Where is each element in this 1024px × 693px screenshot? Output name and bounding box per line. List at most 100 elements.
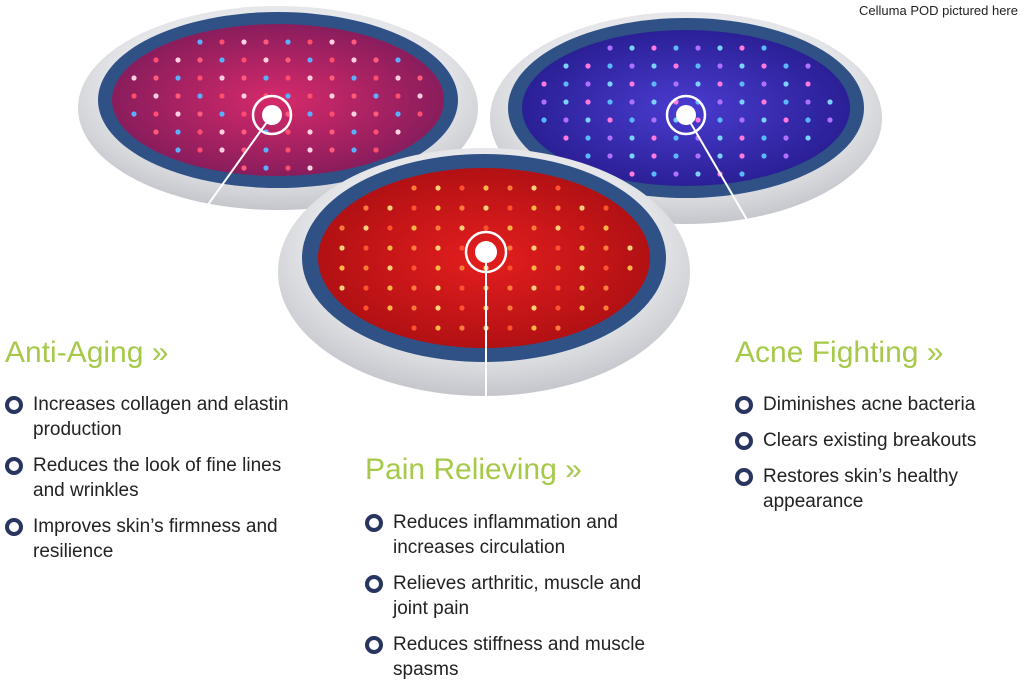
led-light	[531, 305, 537, 311]
led-light	[555, 285, 561, 291]
led-light	[783, 117, 789, 123]
led-light	[411, 205, 417, 211]
led-light	[651, 135, 657, 141]
led-light	[241, 57, 247, 63]
led-light	[329, 93, 335, 99]
led-light	[307, 75, 313, 81]
led-light	[153, 57, 159, 63]
led-light	[263, 147, 269, 153]
acne-callout-line	[685, 114, 811, 329]
led-light	[435, 305, 441, 311]
led-light	[387, 265, 393, 271]
led-light	[673, 81, 679, 87]
anti-aging-target-marker	[251, 94, 293, 136]
led-light	[351, 93, 357, 99]
led-light	[507, 245, 513, 251]
led-light	[805, 117, 811, 123]
list-item: Increases collagen and elastin productio…	[5, 392, 305, 442]
led-light	[175, 93, 181, 99]
pain-target-marker	[464, 230, 508, 274]
led-light	[131, 75, 137, 81]
led-light	[483, 205, 489, 211]
led-light	[805, 81, 811, 87]
led-light	[219, 75, 225, 81]
led-light	[627, 245, 633, 251]
led-light	[363, 265, 369, 271]
led-light	[739, 63, 745, 69]
led-light	[783, 99, 789, 105]
led-light	[363, 225, 369, 231]
led-light	[507, 205, 513, 211]
bullet-icon	[365, 514, 383, 532]
led-light	[395, 129, 401, 135]
led-light	[285, 129, 291, 135]
led-light	[629, 153, 635, 159]
led-light	[827, 117, 833, 123]
led-light	[651, 117, 657, 123]
led-light	[373, 147, 379, 153]
acne-fighting-heading[interactable]: Acne Fighting »	[735, 336, 944, 369]
led-light	[285, 57, 291, 63]
led-light	[507, 325, 513, 331]
led-light	[555, 305, 561, 311]
led-light	[219, 147, 225, 153]
led-light	[761, 45, 767, 51]
bullet-icon	[5, 518, 23, 536]
led-light	[197, 129, 203, 135]
led-light	[739, 99, 745, 105]
led-light	[387, 225, 393, 231]
led-light	[651, 99, 657, 105]
led-light	[579, 245, 585, 251]
led-light	[579, 305, 585, 311]
led-light	[241, 129, 247, 135]
led-light	[285, 111, 291, 117]
led-light	[579, 265, 585, 271]
led-light	[329, 147, 335, 153]
list-item: Reduces the look of fine lines and wrink…	[5, 453, 305, 503]
bullet-icon	[365, 636, 383, 654]
led-light	[197, 147, 203, 153]
led-light	[329, 39, 335, 45]
led-light	[395, 111, 401, 117]
led-light	[483, 185, 489, 191]
led-light	[307, 93, 313, 99]
led-light	[673, 45, 679, 51]
led-light	[363, 245, 369, 251]
led-light	[387, 305, 393, 311]
led-light	[435, 325, 441, 331]
led-light	[579, 225, 585, 231]
pain-led-grid	[339, 185, 633, 331]
led-light	[395, 75, 401, 81]
led-light	[435, 285, 441, 291]
led-light	[563, 117, 569, 123]
anti-aging-heading[interactable]: Anti-Aging »	[5, 336, 169, 369]
led-light	[435, 205, 441, 211]
led-light	[411, 185, 417, 191]
led-light	[263, 165, 269, 171]
led-light	[175, 147, 181, 153]
led-light	[805, 99, 811, 105]
led-light	[585, 117, 591, 123]
led-light	[351, 147, 357, 153]
led-light	[695, 171, 701, 177]
pain-relieving-heading[interactable]: Pain Relieving »	[365, 453, 582, 486]
led-light	[263, 75, 269, 81]
led-light	[387, 245, 393, 251]
led-light	[541, 117, 547, 123]
led-light	[629, 135, 635, 141]
led-light	[417, 93, 423, 99]
led-light	[761, 153, 767, 159]
led-light	[459, 225, 465, 231]
led-light	[351, 129, 357, 135]
led-light	[373, 111, 379, 117]
led-light	[603, 265, 609, 271]
led-light	[531, 225, 537, 231]
led-light	[805, 135, 811, 141]
led-light	[761, 135, 767, 141]
led-light	[739, 153, 745, 159]
list-item: Relieves arthritic, muscle and joint pai…	[365, 571, 675, 621]
led-light	[435, 225, 441, 231]
led-light	[373, 93, 379, 99]
led-light	[459, 185, 465, 191]
led-light	[197, 111, 203, 117]
